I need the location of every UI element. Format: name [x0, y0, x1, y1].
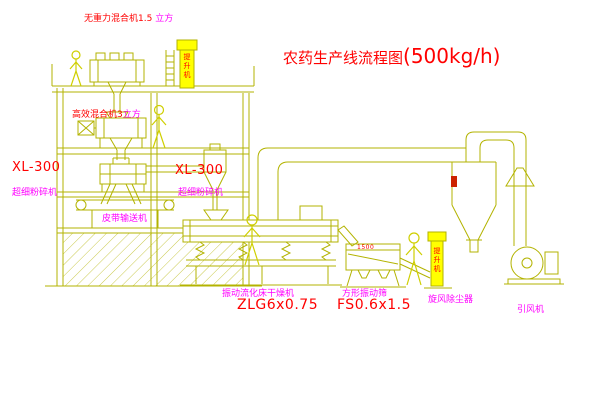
- gravity-mixer-machine: [89, 52, 145, 112]
- diagram-title: 农药生产线流程图(500kg/h): [283, 44, 501, 68]
- high-efficiency-mixer-machine: [77, 111, 147, 160]
- dryer-feed-hopper: [203, 209, 229, 221]
- label-mill-left-model: XL-300: [12, 160, 61, 175]
- label-mill-left-name: 超细粉碎机: [12, 188, 58, 198]
- cyclone-separator: [451, 131, 527, 253]
- pulverizer-machine: [99, 157, 147, 205]
- label-mill-center-name: 超细粉碎机: [178, 188, 224, 198]
- induced-draft-fan-machine: [504, 246, 564, 285]
- worker-figure-dryer: [243, 214, 261, 266]
- title-capacity: (500kg/h): [403, 44, 501, 68]
- screen-discharge-chute: [399, 257, 431, 279]
- label-belt-conveyor: 皮带输送机: [102, 214, 148, 224]
- mill-outlet-pipe: [146, 165, 204, 173]
- label-elevator-top: 提升机: [183, 53, 191, 80]
- label-screen-name: 方形振动筛: [342, 289, 388, 299]
- label-fan: 引风机: [517, 305, 545, 315]
- label-dryer-model: ZLG6x0.75: [237, 297, 319, 313]
- ladder: [165, 50, 175, 86]
- worker-figure-roof: [69, 50, 83, 87]
- exhaust-stack-cap: [505, 167, 535, 187]
- fluid-bed-dryer-machine: [180, 205, 342, 286]
- dryer-discharge-chute: [337, 225, 359, 247]
- bucket-elevator-bottom: [424, 231, 452, 289]
- label-dryer-name: 振动流化床干燥机: [222, 289, 295, 299]
- belt-conveyor-machine: [75, 199, 175, 228]
- label-cyclone: 旋风除尘器: [428, 295, 474, 305]
- label-high-efficiency-mixer: 高效混合机3立方: [72, 110, 141, 120]
- title-text: 农药生产线流程图: [283, 49, 404, 67]
- label-elevator-bottom: 提升机: [433, 247, 441, 274]
- label-gravity-mixer: 无重力混合机1.5 立方: [84, 14, 174, 24]
- label-screen-model: FS0.6x1.5: [337, 297, 412, 313]
- worker-figure-screen: [405, 232, 423, 286]
- label-mill-center-model: XL-300: [175, 163, 224, 178]
- cyclone-access-door: [451, 176, 457, 187]
- receiver-cyclone: [203, 143, 227, 210]
- bucket-elevator-top: [176, 39, 198, 89]
- label-screen-dim: 1500: [357, 244, 375, 251]
- worker-figure-floor2: [151, 104, 167, 149]
- vibrating-screen-machine: [340, 243, 406, 288]
- dryer-exhaust-duct: [257, 147, 466, 220]
